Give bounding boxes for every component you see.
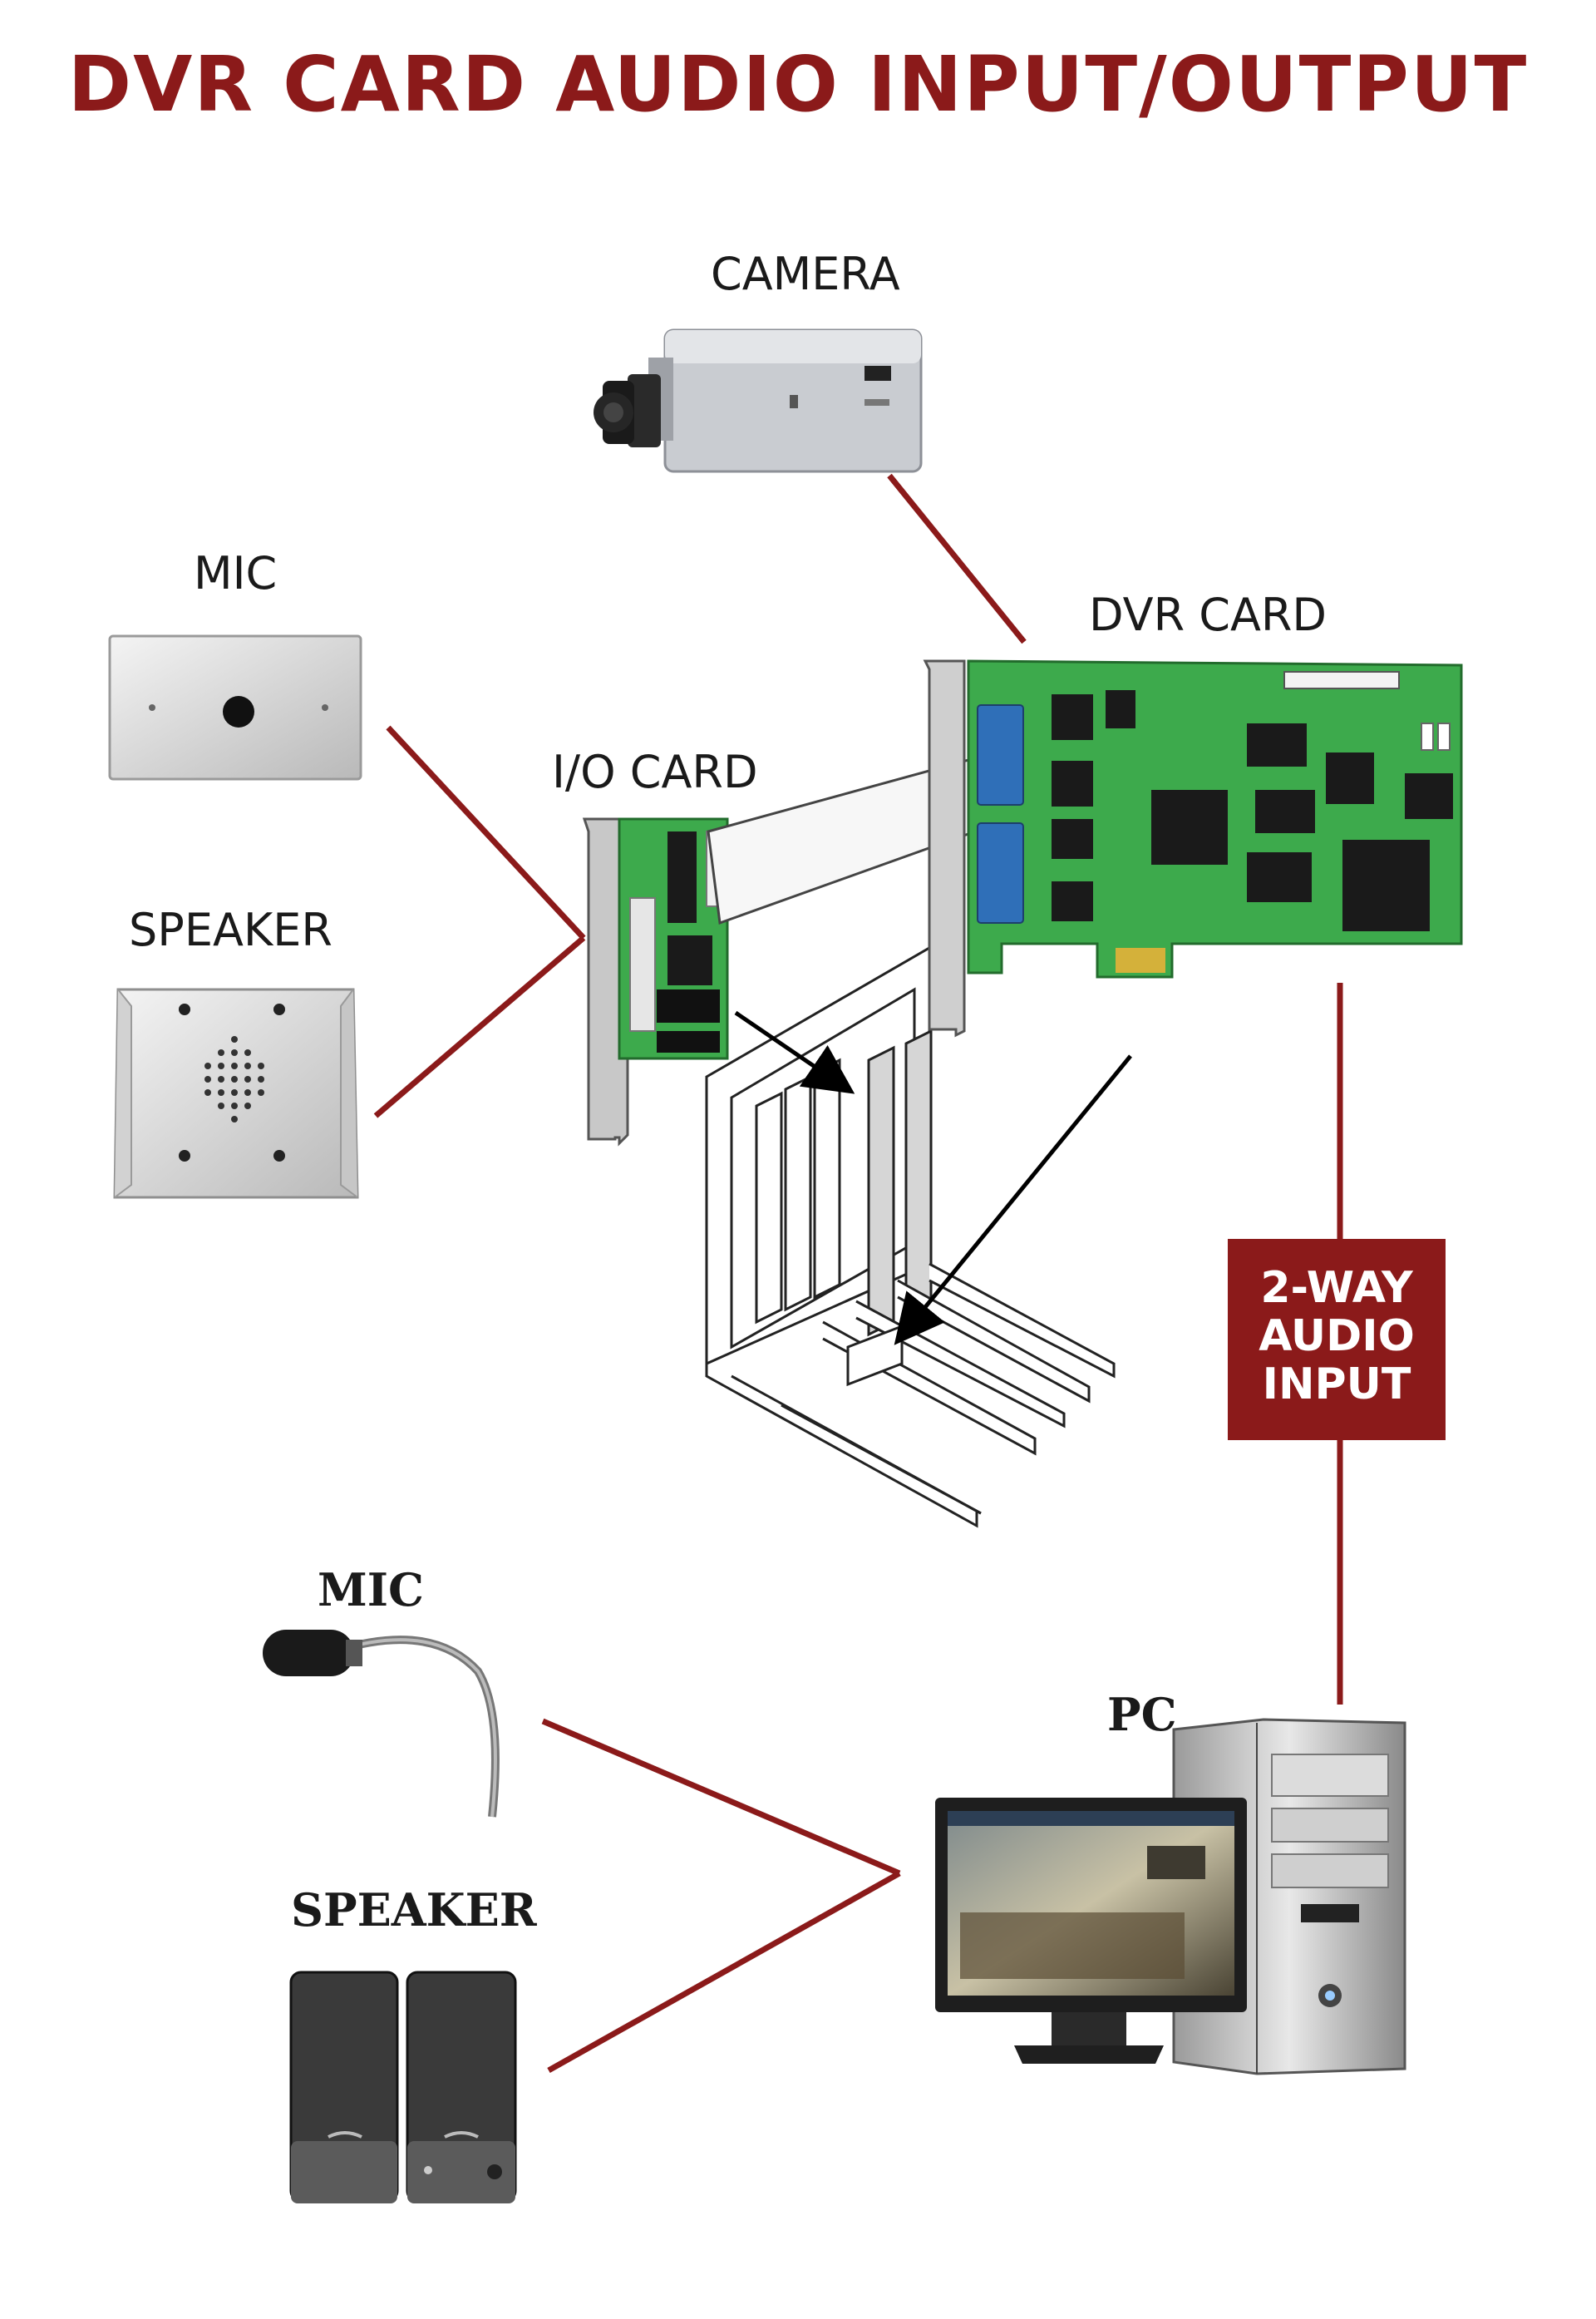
desk-microphone-icon bbox=[263, 1630, 500, 1818]
wall-speaker-plate-icon bbox=[113, 988, 359, 1199]
pc-label: PC bbox=[1107, 1688, 1177, 1741]
dvr-card-icon bbox=[923, 659, 1463, 1038]
badge-line-1: 2-WAY bbox=[1260, 1263, 1413, 1313]
connector-lines bbox=[373, 473, 1343, 2074]
io-card-label: I/O CARD bbox=[552, 746, 758, 798]
io-card-icon bbox=[582, 817, 729, 1147]
motherboard-slots-illustration bbox=[705, 945, 1116, 1528]
dvr-card-label: DVR CARD bbox=[1089, 589, 1328, 641]
mic-top-label: MIC bbox=[194, 547, 278, 599]
two-way-audio-badge: 2-WAY AUDIO INPUT bbox=[1228, 1239, 1446, 1440]
badge-line-3: INPUT bbox=[1262, 1359, 1411, 1409]
page-title: DVR CARD AUDIO INPUT/OUTPUT bbox=[67, 40, 1529, 129]
speaker-bottom-label: SPEAKER bbox=[291, 1883, 537, 1937]
desktop-speakers-icon bbox=[289, 1971, 517, 2203]
monitor-icon bbox=[935, 1798, 1247, 2064]
mic-bottom-label: MIC bbox=[318, 1563, 425, 1616]
camera-icon bbox=[594, 328, 923, 473]
speaker-top-label: SPEAKER bbox=[129, 904, 332, 956]
insertion-arrows bbox=[734, 1010, 1132, 1345]
wall-mic-plate-icon bbox=[108, 634, 362, 781]
badge-line-2: AUDIO bbox=[1259, 1311, 1415, 1361]
camera-label: CAMERA bbox=[711, 248, 900, 300]
